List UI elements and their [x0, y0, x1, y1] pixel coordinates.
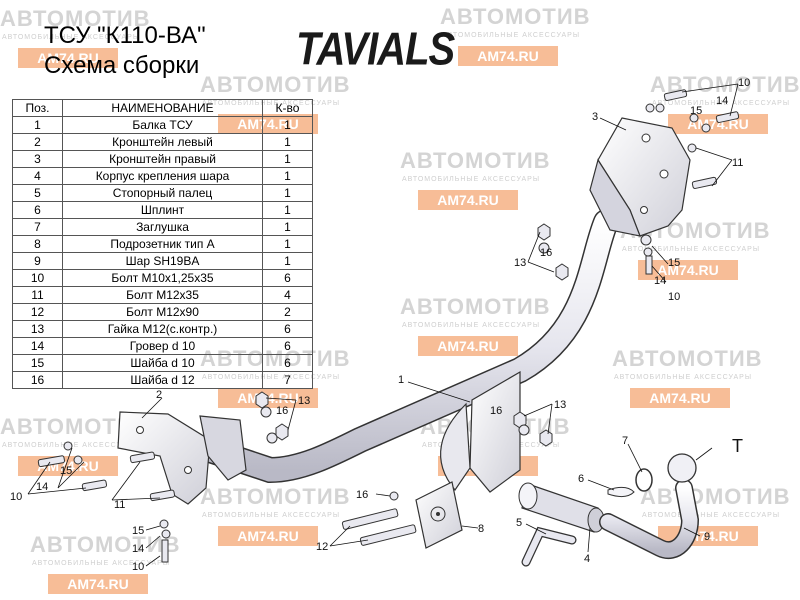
- callout-13: 13: [554, 399, 566, 411]
- part-name: Шайба d 10: [62, 354, 263, 372]
- callout-6: 6: [578, 473, 584, 485]
- callout-11: 11: [114, 499, 125, 511]
- part-name: Шплинт: [62, 201, 263, 219]
- callout-13: 13: [298, 395, 310, 407]
- callout-3: 3: [592, 111, 598, 123]
- watermark: АВТОМОТИВ АВТОМОБИЛЬНЫЕ АКСЕССУАРЫ AM74.…: [200, 484, 351, 546]
- leader-lines: [27, 83, 739, 567]
- callout-14: 14: [654, 275, 666, 287]
- watermark: АВТОМОТИВ АВТОМОБИЛЬНЫЕ АКСЕССУАРЫ AM74.…: [0, 6, 151, 68]
- callout-T: T: [732, 436, 743, 456]
- lock-pin: [521, 526, 577, 567]
- cotter-pin: [607, 486, 635, 498]
- callout-16: 16: [540, 247, 552, 259]
- callout-8: 8: [478, 523, 484, 535]
- callout-2: 2: [156, 389, 162, 401]
- callout-15: 15: [690, 105, 702, 117]
- callout-15: 15: [132, 525, 144, 537]
- watermark: АВТОМОТИВ АВТОМОБИЛЬНЫЕ АКСЕССУАРЫ AM74.…: [440, 4, 591, 66]
- part-quantity: 7: [262, 371, 313, 389]
- callout-12: 12: [316, 541, 328, 553]
- callout-10: 10: [738, 77, 750, 89]
- socket-plate: [415, 481, 463, 549]
- bracket-left: [117, 411, 247, 505]
- watermark: АВТОМОТИВ АВТОМОБИЛЬНЫЕ АКСЕССУАРЫ AM74.…: [400, 148, 551, 210]
- part-position: 11: [12, 286, 63, 304]
- callout-14: 14: [132, 543, 144, 555]
- callout-9: 9: [704, 531, 710, 543]
- callout-7: 7: [622, 435, 628, 447]
- part-position: 16: [12, 371, 63, 389]
- callout-1: 1: [398, 374, 404, 386]
- column-header: НАИМЕНОВАНИЕ: [62, 99, 263, 117]
- watermark: АВТОМОТИВ АВТОМОБИЛЬНЫЕ АКСЕССУАРЫ AM74.…: [30, 532, 181, 594]
- tow-beam: [197, 209, 619, 493]
- diagram-title: ТСУ "К110-ВА": [44, 22, 206, 49]
- tow-ball: [599, 453, 700, 559]
- diagram-subtitle: Схема сборки: [44, 52, 200, 79]
- brand-logo: TAVIALS: [296, 24, 455, 75]
- watermark: АВТОМОТИВ АВТОМОБИЛЬНЫЕ АКСЕССУАРЫ AM74.…: [612, 346, 763, 408]
- callout-14: 14: [716, 95, 728, 107]
- callout-labels: 1 2 3 4 5 6 7 8 9 T 10 14 15 11 15 14 10…: [10, 77, 750, 573]
- part-name: Стопорный палец: [62, 184, 263, 202]
- callout-16: 16: [356, 489, 368, 501]
- callout-16: 16: [490, 405, 502, 417]
- callout-15: 15: [60, 465, 72, 477]
- watermark: АВТОМОТИВ АВТОМОБИЛЬНЫЕ АКСЕССУАРЫ AM74.…: [400, 294, 551, 356]
- part-name: Болт М12х90: [62, 303, 263, 321]
- bracket-right: [589, 117, 691, 237]
- part-name: Подрозетник тип А: [62, 235, 263, 253]
- callout-13: 13: [514, 257, 526, 269]
- callout-10: 10: [668, 291, 680, 303]
- callout-15: 15: [668, 257, 680, 269]
- ball-cap: [635, 468, 653, 492]
- callout-16: 16: [276, 405, 288, 417]
- callout-14: 14: [36, 481, 48, 493]
- callout-4: 4: [584, 553, 590, 565]
- callout-10: 10: [132, 561, 144, 573]
- callout-10: 10: [10, 491, 22, 503]
- part-name: Балка ТСУ: [62, 116, 263, 134]
- fasteners: [37, 89, 740, 563]
- callout-5: 5: [516, 517, 522, 529]
- part-name: Заглушка: [62, 218, 263, 236]
- part-name: Гровер d 10: [62, 337, 263, 355]
- ball-housing: [518, 482, 605, 533]
- callout-11: 11: [732, 157, 743, 169]
